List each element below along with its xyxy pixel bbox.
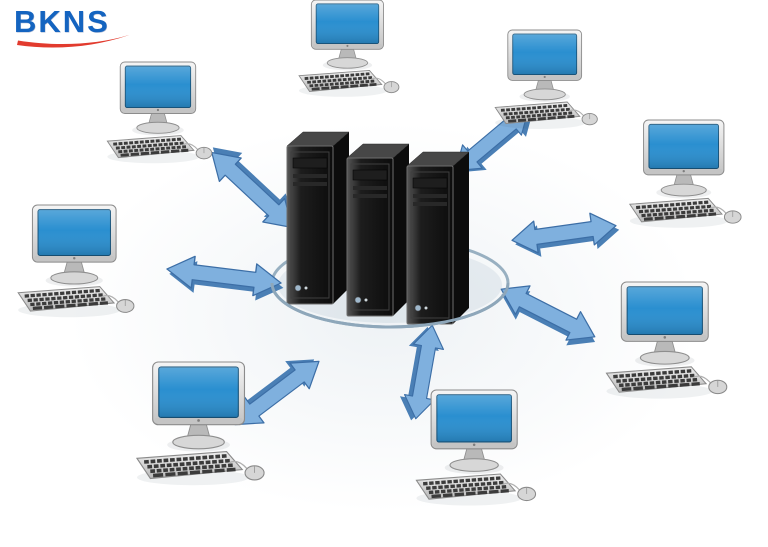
client-computer-bottom-right [604,280,729,401]
client-computer-top [297,0,401,99]
network-arrow-left [163,252,287,305]
server-cluster [270,131,510,329]
bkns-logo: BKNS [14,6,144,50]
server-tower-3 [406,151,470,325]
server-platform-front-arc [270,282,510,329]
client-computer-left [16,203,136,319]
client-computer-right [628,118,743,230]
bkns-logo-text: BKNS [14,4,110,39]
logo-swoosh-icon [17,35,129,48]
server-tower-2 [346,143,410,317]
network-arrow-right [509,208,623,262]
server-tower-1 [286,131,350,305]
client-computer-bottom [414,388,538,508]
client-computer-top-left [105,60,214,165]
client-computer-top-right [493,28,599,131]
